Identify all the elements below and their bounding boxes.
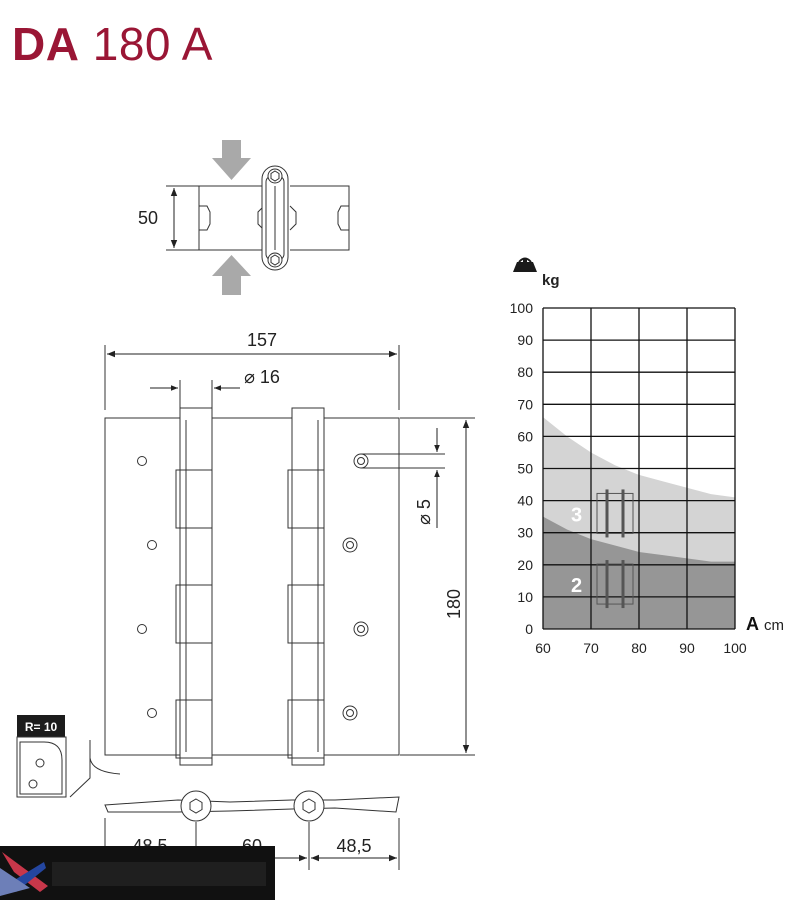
corner-detail: R= 10 (16, 715, 121, 798)
hole-diameter-label: ⌀ 5 (414, 499, 434, 525)
logo-icon (0, 846, 275, 900)
product-code: DA (12, 18, 80, 70)
weight-icon (513, 257, 537, 272)
y-tick-label-0: 0 (525, 621, 533, 637)
hinge-icon-2 (596, 563, 634, 605)
top-view (198, 165, 350, 271)
hinge-icon-3 (596, 492, 634, 534)
corner-radius-label: R= 10 (25, 720, 58, 734)
front-view (104, 407, 400, 766)
y-tick-label-50: 50 (517, 461, 533, 477)
arrow-down-icon (212, 140, 251, 180)
arrow-up-icon (212, 255, 251, 295)
y-tick-label-100: 100 (510, 300, 534, 316)
height-label: 180 (444, 589, 464, 619)
width-label: 157 (247, 330, 277, 350)
barrel-diameter-label: ⌀ 16 (244, 367, 280, 387)
width-axis-symbol: A (746, 614, 759, 634)
y-tick-label-40: 40 (517, 493, 533, 509)
thickness-dimension: 50 (138, 185, 199, 251)
x-tick-label-100: 100 (723, 640, 747, 656)
y-tick-label-20: 20 (517, 557, 533, 573)
x-tick-label-80: 80 (631, 640, 647, 656)
x-tick-label-70: 70 (583, 640, 599, 656)
y-tick-label-10: 10 (517, 589, 533, 605)
barrel-diameter-dimension: ⌀ 16 (150, 367, 280, 408)
x-tick-label-60: 60 (535, 640, 551, 656)
y-tick-label-60: 60 (517, 428, 533, 444)
y-tick-label-90: 90 (517, 332, 533, 348)
width-dimension: 157 (104, 330, 400, 410)
zone-label-2: 2 (571, 575, 582, 597)
load-chart: 0 10 20 30 40 50 60 70 80 90 100 60 70 80 90 100 3 2 (510, 300, 747, 656)
product-title: DA 180 A (12, 18, 213, 70)
y-tick-label-70: 70 (517, 396, 533, 412)
width-axis-unit: cm (764, 617, 784, 634)
weight-unit-label: kg (542, 272, 560, 289)
thickness-label: 50 (138, 208, 158, 228)
x-tick-label-90: 90 (679, 640, 695, 656)
right-leaf-label: 48,5 (336, 836, 371, 856)
y-tick-label-80: 80 (517, 364, 533, 380)
hole-diameter-dimension: ⌀ 5 (361, 428, 445, 528)
bottom-view (104, 790, 400, 822)
y-tick-label-30: 30 (517, 525, 533, 541)
height-dimension: 180 (400, 417, 475, 756)
product-size: 180 A (92, 18, 213, 70)
zone-label-3: 3 (571, 504, 582, 526)
